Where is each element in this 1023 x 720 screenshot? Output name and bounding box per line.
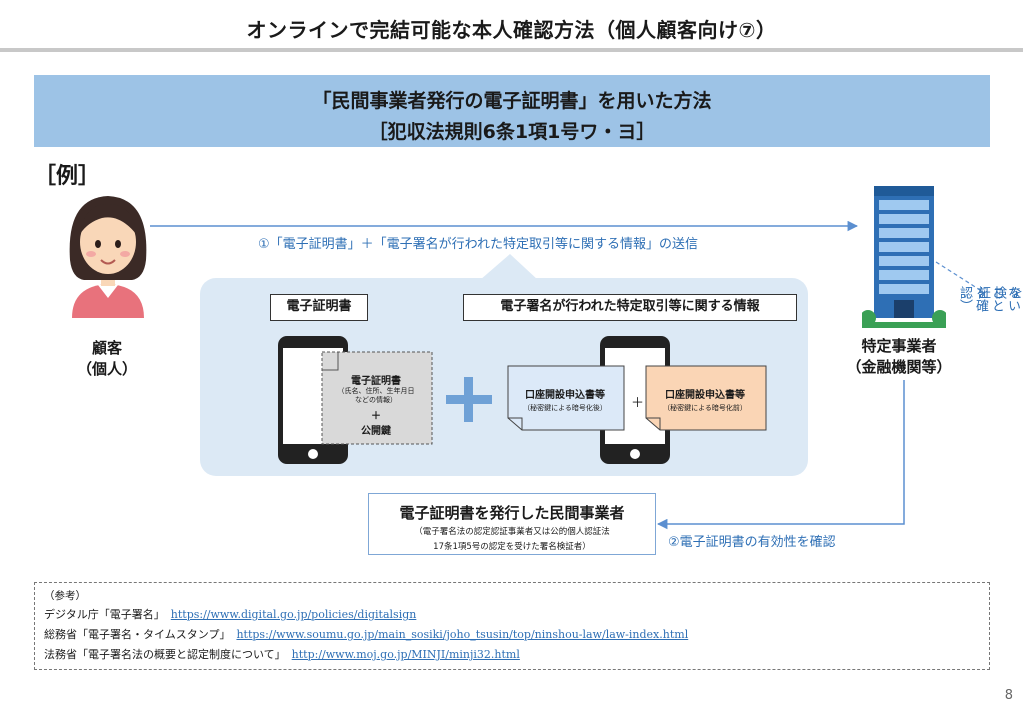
reference-item: デジタル庁「電子署名」https://www.digital.go.jp/pol… <box>44 608 417 621</box>
validity-check-arrow <box>656 380 905 530</box>
woman-avatar-icon <box>60 188 156 324</box>
customer-label: 顧客 （個人） <box>76 339 137 378</box>
example-label: ［例］ <box>34 164 101 189</box>
plain-application-doc-icon <box>645 365 767 431</box>
bubble-pointer <box>480 254 538 280</box>
method-title: 「民間事業者発行の電子証明書」を用いた方法 <box>312 90 712 112</box>
method-legal-basis: ［犯収法規則6条1項1号ワ・ヨ］ <box>368 121 656 143</box>
reference-link[interactable]: https://www.digital.go.jp/policies/digit… <box>170 608 417 621</box>
page-number: 8 <box>1004 688 1013 703</box>
reference-link[interactable]: http://www.moj.go.jp/MINJI/minji32.html <box>291 648 520 661</box>
reference-link[interactable]: https://www.soumu.go.jp/main_sosiki/joho… <box>236 628 689 641</box>
plain-doc-text: 口座開設申込書等 （秘密鍵による暗号化前） <box>663 390 747 412</box>
provider-label: 特定事業者 （金融機関等） <box>846 337 952 376</box>
reference-item: 総務省「電子署名・タイムスタンプ」https://www.soumu.go.jp… <box>44 628 689 641</box>
method-banner: 「民間事業者発行の電子証明書」を用いた方法 ［犯収法規則6条1項1号ワ・ヨ］ <box>34 75 990 147</box>
certificate-issuer-box: 電子証明書を発行した民間事業者 （電子署名法の認定認証事業者又は公的個人認証法 … <box>368 493 656 555</box>
verify-connector <box>935 261 981 291</box>
certificate-document-icon <box>321 351 433 445</box>
small-plus-sign: ＋ <box>631 396 645 411</box>
step1-send-label: ①「電子証明書」＋「電子署名が行われた特定取引等に関する情報」の送信 <box>258 237 699 252</box>
step2-validity-label: ②電子証明書の有効性を確認 <box>668 535 836 550</box>
title-divider <box>0 48 1023 52</box>
references-heading: （参考） <box>44 590 86 602</box>
plus-icon <box>446 377 492 422</box>
encrypted-doc-text: 口座開設申込書等 （秘密鍵による暗号化後） <box>523 390 607 412</box>
reference-item: 法務省「電子署名法の概要と認定制度について」http://www.moj.go.… <box>44 648 520 661</box>
encrypted-application-doc-icon <box>507 365 625 431</box>
references-box: （参考） デジタル庁「電子署名」https://www.digital.go.j… <box>34 582 990 670</box>
certificate-doc-text: 電子証明書 （氏名、住所、生年月日 などの情報） ＋ 公開鍵 <box>337 376 415 437</box>
certificate-tag: 電子証明書 <box>270 294 368 321</box>
phone-documents-illustration <box>278 336 767 464</box>
signed-info-tag: 電子署名が行われた特定取引等に関する情報 <box>463 294 797 321</box>
page-title: オンラインで完結可能な本人確認方法（個人顧客向け⑦） <box>246 18 777 42</box>
office-building-icon <box>860 184 948 332</box>
